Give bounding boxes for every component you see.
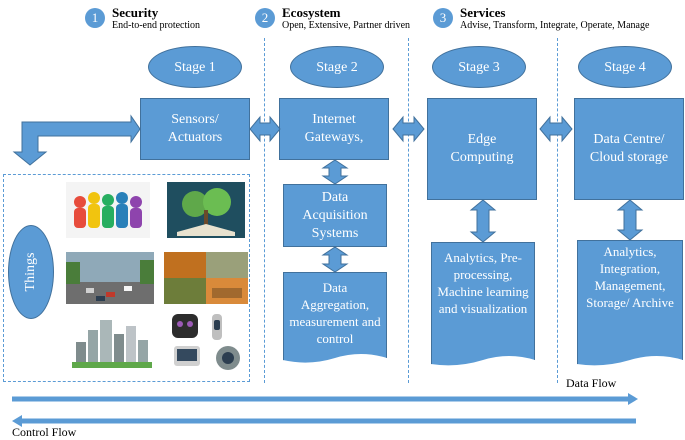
people-image [66,182,150,238]
ecosystem-number-badge: 2 [255,8,275,28]
acquisition-aggregation-double-arrow [321,246,349,273]
analytics-integration-doc: Analytics, Integration, Management, Stor… [577,240,683,370]
edge-datacentre-double-arrow [539,115,573,143]
analytics-preprocessing-doc: Analytics, Pre-processing, Machine learn… [431,242,535,370]
separator-line-1 [264,38,265,383]
traffic-image [66,252,154,304]
animals-image [164,252,248,304]
security-subtitle: End-to-end protection [112,20,201,31]
nature-book-image [167,182,245,238]
edge-analytics-double-arrow [469,199,497,243]
control-flow-label: Control Flow [12,425,77,439]
security-number-badge: 1 [85,8,105,28]
data-acquisition-box: Data Acquisition Systems [283,184,387,247]
sensors-to-things-arrow [12,114,141,166]
stage-4-ellipse: Stage 4 [578,46,672,88]
services-subtitle: Advise, Transform, Integrate, Operate, M… [460,20,650,31]
ecosystem-title: Ecosystem [282,5,341,20]
separator-line-3 [557,38,558,383]
devices-image [168,312,248,372]
ecosystem-subtitle: Open, Extensive, Partner driven [282,20,411,31]
datacentre-analytics-double-arrow [616,199,644,241]
sensors-actuators-box: Sensors/ Actuators [140,98,250,160]
services-title: Services [460,5,506,20]
security-title: Security [112,5,159,20]
internet-gateways-box: Internet Gateways, [279,98,389,160]
services-number-badge: 3 [433,8,453,28]
data-flow-label: Data Flow [566,376,617,390]
gateways-acquisition-double-arrow [321,159,349,185]
gateways-edge-double-arrow [392,115,425,143]
stage-1-ellipse: Stage 1 [148,46,242,88]
separator-line-2 [408,38,409,383]
data-aggregation-doc: Data Aggregation, measurement and contro… [283,272,387,366]
data-flow-arrowhead [628,393,638,405]
things-container [3,174,250,382]
things-label: Things [23,252,38,292]
stage-2-ellipse: Stage 2 [290,46,384,88]
edge-computing-box: Edge Computing [427,98,537,200]
data-centre-box: Data Centre/ Cloud storage [574,98,684,200]
things-ellipse [8,225,54,319]
sensors-gateways-double-arrow [249,115,281,143]
city-image [72,316,152,368]
control-flow-arrowhead [12,415,22,427]
stage-3-ellipse: Stage 3 [432,46,526,88]
